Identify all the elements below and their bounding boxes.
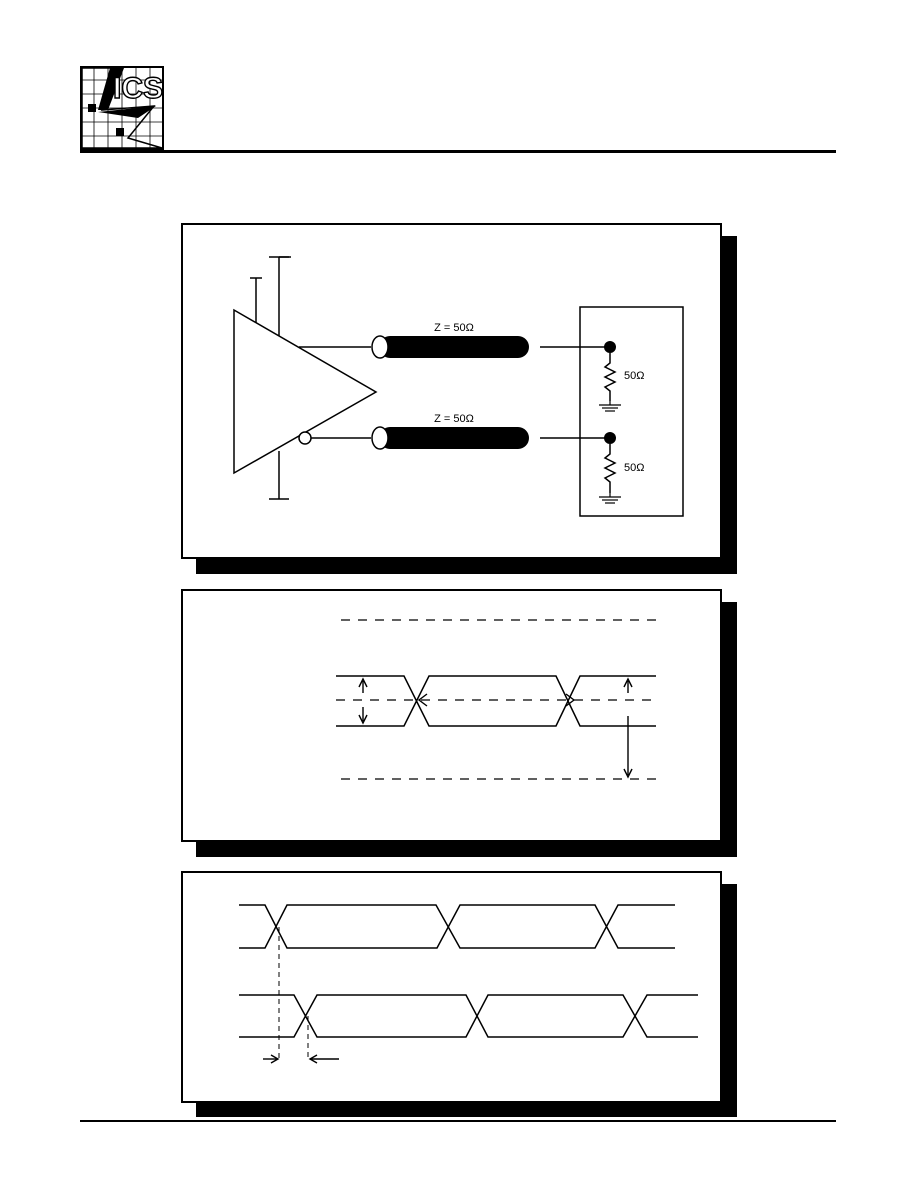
skew-arrows (263, 1054, 339, 1064)
swing-arrow-right (623, 677, 633, 779)
transmission-line-bottom (371, 426, 529, 450)
node-dot-bottom (604, 432, 616, 444)
footer-rule (80, 1120, 836, 1122)
driver-triangle (233, 308, 378, 475)
resistor-top (603, 353, 617, 401)
skew-diagram (239, 904, 698, 1064)
swing-arrow-left (358, 677, 368, 725)
output-signal-complement (239, 994, 698, 1038)
crossing-arrows (417, 693, 576, 707)
line-bottom-impedance-label: Z = 50Ω (434, 413, 474, 425)
transmission-line-top (371, 335, 529, 359)
skew-panel (181, 871, 737, 1117)
resistor-bottom (603, 444, 617, 493)
ground-symbol-top (599, 401, 621, 412)
input-signal-true (239, 904, 675, 949)
line-top-impedance-label: Z = 50Ω (434, 322, 474, 334)
header-rule (80, 150, 836, 153)
node-dot-top (604, 341, 616, 353)
circuit-diagram: Z = 50Ω Z = 50Ω 50Ω 50Ω (233, 256, 684, 517)
circuit-panel: Z = 50Ω Z = 50Ω 50Ω 50Ω (181, 223, 737, 574)
receiver-box (579, 306, 684, 517)
ics-logo: ICS (80, 66, 164, 150)
input-signal-complement (239, 904, 675, 949)
resistor-bottom-label: 50Ω (624, 462, 644, 474)
waveform-diagram (336, 619, 656, 780)
logo-text: ICS (113, 72, 163, 105)
signal-complement (336, 675, 656, 727)
ground-symbol-bottom (599, 493, 621, 504)
waveform-panel (181, 589, 737, 857)
inverting-output-bubble (298, 431, 312, 445)
resistor-top-label: 50Ω (624, 370, 644, 382)
signal-true (336, 675, 656, 727)
